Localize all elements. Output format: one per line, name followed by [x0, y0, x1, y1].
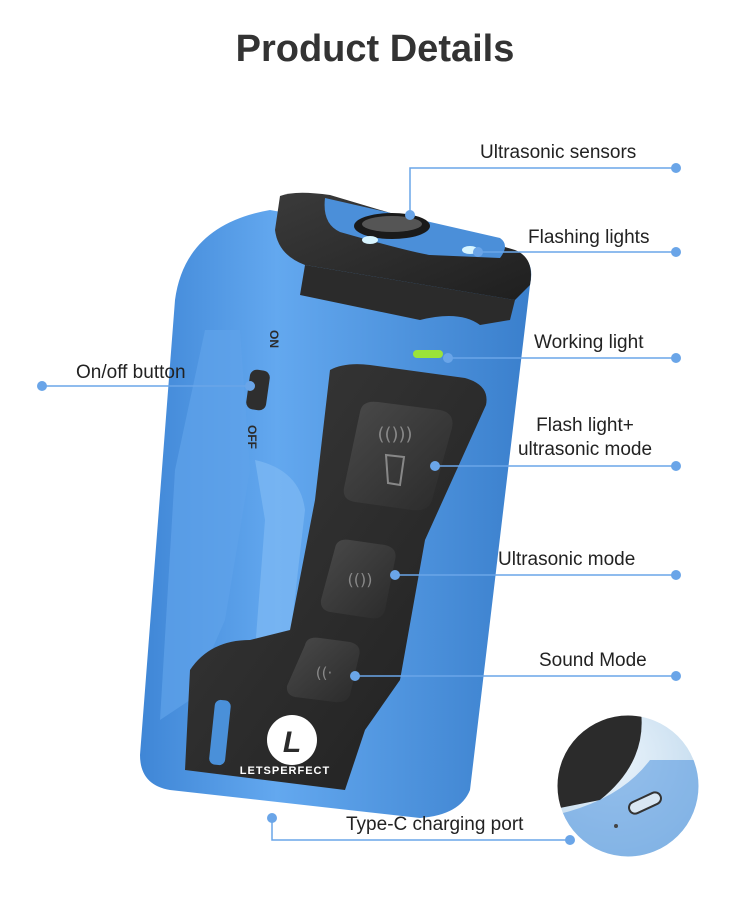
type-c-inset	[554, 712, 702, 860]
label-flash-ultrasonic-2: ultrasonic mode	[517, 439, 653, 460]
sound-button[interactable]: ((·	[286, 637, 360, 703]
dot-flashing-end	[671, 247, 681, 257]
brand-name: LETSPERFECT	[240, 765, 330, 777]
callout-line-sensors	[409, 167, 676, 215]
brand-logo	[267, 715, 317, 765]
label-on-off-button: On/off button	[76, 362, 186, 383]
working-light-indicator	[413, 350, 443, 358]
wave-icon: (()))	[377, 424, 412, 445]
switch-off-label: OFF	[245, 425, 259, 449]
switch-on-label: ON	[267, 330, 281, 348]
dot-flash-ultra-device	[430, 461, 440, 471]
on-off-switch[interactable]: ON OFF	[245, 330, 281, 449]
dot-onoff-device	[245, 381, 255, 391]
dot-typec-end	[565, 835, 575, 845]
label-flashing-lights: Flashing lights	[528, 227, 650, 248]
dot-sound-end	[671, 671, 681, 681]
flash-led-left	[362, 236, 378, 244]
callouts	[42, 167, 676, 841]
label-sound-mode: Sound Mode	[539, 650, 647, 671]
dot-typec-device	[267, 813, 277, 823]
dot-sensors-end	[671, 163, 681, 173]
dot-working-end	[671, 353, 681, 363]
label-type-c: Type-C charging port	[346, 814, 524, 835]
callout-line-typec	[271, 818, 570, 841]
ultrasonic-wave-icon: (())	[348, 570, 373, 589]
dot-flashing-device	[473, 247, 483, 257]
flashlight-icon	[384, 453, 406, 487]
label-ultrasonic-mode: Ultrasonic mode	[498, 549, 636, 570]
page-title: Product Details	[235, 28, 515, 70]
dot-sound-device	[350, 671, 360, 681]
label-flash-ultrasonic-1: Flash light+	[536, 415, 634, 436]
ultrasonic-button[interactable]: (())	[320, 539, 396, 619]
type-c-port	[628, 791, 662, 815]
brand-logo-letter: L	[283, 726, 301, 759]
dot-flash-ultra-end	[671, 461, 681, 471]
callout-dots	[37, 163, 681, 845]
label-working-light: Working light	[534, 332, 644, 353]
flash-ultrasonic-button[interactable]: (()))	[343, 401, 453, 511]
label-ultrasonic-sensors: Ultrasonic sensors	[480, 142, 637, 163]
dot-ultra-end	[671, 570, 681, 580]
dot-working-device	[443, 353, 453, 363]
dot-ultra-device	[390, 570, 400, 580]
sound-wave-icon: ((·	[316, 664, 332, 682]
dot-sensors-device	[405, 210, 415, 220]
dot-onoff-end	[37, 381, 47, 391]
